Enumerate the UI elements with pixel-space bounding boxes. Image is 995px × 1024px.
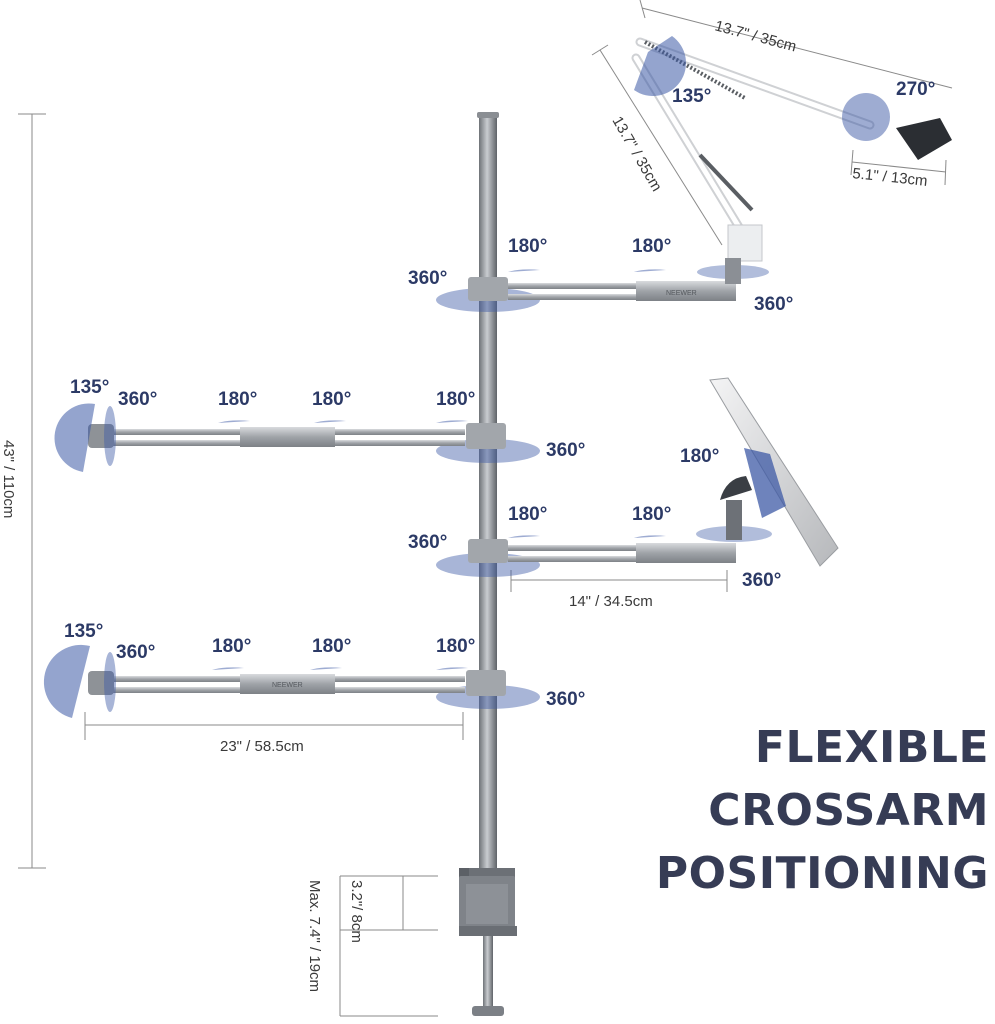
angle-label: 270° — [896, 79, 935, 100]
crossarm-1 — [436, 258, 769, 312]
angle-label: 360° — [118, 389, 157, 410]
angle-label: 180° — [508, 504, 547, 525]
angle-label: 360° — [546, 689, 585, 710]
title-line-3: POSITIONING — [655, 848, 989, 899]
angle-label: 180° — [312, 636, 351, 657]
height-dimension: 43" / 110cm — [0, 440, 17, 518]
long-arm-dimension: 23" / 58.5cm — [220, 738, 304, 755]
angle-label: 360° — [754, 294, 793, 315]
brand-mark: NEEWER — [272, 682, 303, 689]
angle-label: 135° — [672, 86, 711, 107]
angle-label: 360° — [408, 532, 447, 553]
brand-mark: NEEWER — [666, 290, 697, 297]
mic-lower-dimension: 13.7" / 35cm — [609, 114, 666, 195]
mic-upper-dimension: 13.7" / 35cm — [713, 17, 798, 55]
desk-clamp — [459, 868, 517, 1016]
angle-label: 135° — [64, 621, 103, 642]
angle-label: 135° — [70, 377, 109, 398]
clamp-depth-dimension: 3.2"/ 8cm — [348, 880, 365, 943]
angle-label: 180° — [436, 389, 475, 410]
short-arm-dimension: 14" / 34.5cm — [569, 593, 653, 610]
clamp-max-dimension: Max. 7.4" / 19cm — [306, 880, 323, 992]
angle-label: 180° — [436, 636, 475, 657]
crossarm-4 — [43, 644, 540, 718]
crossarm-3 — [436, 377, 839, 577]
angle-label: 180° — [508, 236, 547, 257]
title-line-1: FLEXIBLE — [754, 722, 989, 773]
angle-label: 180° — [212, 636, 251, 657]
crossarm-2 — [54, 403, 540, 472]
title-line-2: CROSSARM — [708, 785, 989, 836]
angle-label: 360° — [546, 440, 585, 461]
angle-label: 180° — [312, 389, 351, 410]
angle-label: 180° — [680, 446, 719, 467]
angle-label: 180° — [632, 236, 671, 257]
mic-head-disc — [842, 93, 890, 141]
angle-label: 360° — [742, 570, 781, 591]
angle-label: 180° — [632, 504, 671, 525]
angle-label: 360° — [116, 642, 155, 663]
angle-label: 180° — [218, 389, 257, 410]
mic-elbow-sector — [634, 36, 687, 97]
angle-label: 360° — [408, 268, 447, 289]
pole — [479, 114, 497, 874]
